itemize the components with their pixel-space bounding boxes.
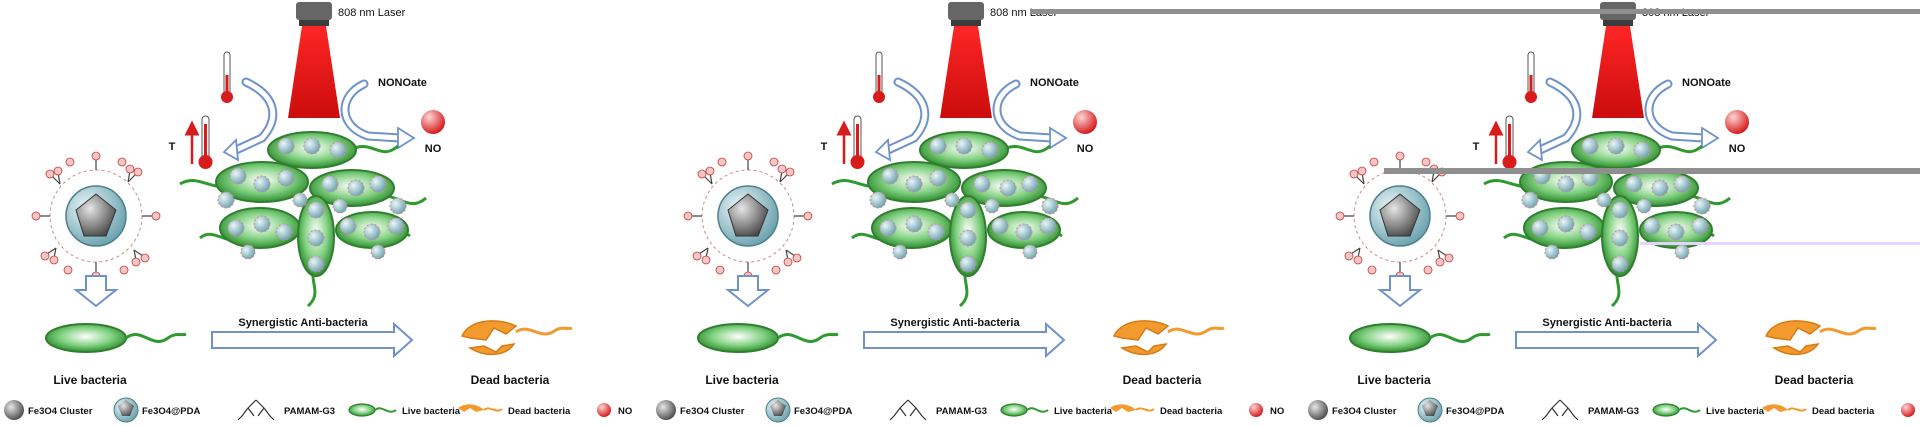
legend-live-bacteria: Live bacteria <box>1054 406 1113 417</box>
dead-bacteria-label: Dead bacteria <box>471 373 550 387</box>
legend-live-bacteria: Live bacteria <box>1706 406 1765 417</box>
legend-fe3o4-cluster: Fe3O4 Cluster <box>1332 406 1397 417</box>
legend-dead-bacteria: Dead bacteria <box>508 406 571 417</box>
legend-fe3o4-pda: Fe3O4@PDA <box>1446 406 1505 417</box>
legend-live-bacteria: Live bacteria <box>402 406 461 417</box>
legend-fe3o4-pda: Fe3O4@PDA <box>794 406 853 417</box>
legend-no: NO <box>618 406 632 417</box>
legend-fe3o4-cluster: Fe3O4 Cluster <box>28 406 93 417</box>
legend-fe3o4-pda: Fe3O4@PDA <box>142 406 201 417</box>
nonoate-label: NONOate <box>1030 77 1079 89</box>
live-bacteria-label: Live bacteria <box>705 373 779 387</box>
legend-pamam-g3: PAMAM-G3 <box>284 406 335 417</box>
legend-no: NO <box>1270 406 1284 417</box>
legend-dead-bacteria: Dead bacteria <box>1812 406 1875 417</box>
nonoate-label: NONOate <box>378 77 427 89</box>
no-label: NO <box>425 143 442 155</box>
dead-bacteria-label: Dead bacteria <box>1123 373 1202 387</box>
process-label: Synergistic Anti-bacteria <box>890 317 1020 329</box>
live-bacteria-label: Live bacteria <box>53 373 127 387</box>
render-artifact-bar <box>1030 9 1920 14</box>
temperature-label: T <box>1473 141 1480 153</box>
temperature-label: T <box>169 141 176 153</box>
dead-bacteria-label: Dead bacteria <box>1775 373 1854 387</box>
process-label: Synergistic Anti-bacteria <box>1542 317 1672 329</box>
no-label: NO <box>1729 143 1746 155</box>
nonoate-label: NONOate <box>1682 77 1731 89</box>
no-label: NO <box>1077 143 1094 155</box>
legend-pamam-g3: PAMAM-G3 <box>936 406 987 417</box>
legend-fe3o4-cluster: Fe3O4 Cluster <box>680 406 745 417</box>
render-artifact-bar <box>1384 168 1920 174</box>
live-bacteria-label: Live bacteria <box>1357 373 1431 387</box>
legend-pamam-g3: PAMAM-G3 <box>1588 406 1639 417</box>
panel-2 <box>656 2 1263 422</box>
panel-1 <box>4 2 611 422</box>
process-label: Synergistic Anti-bacteria <box>238 317 368 329</box>
render-artifact-bar <box>1640 242 1920 245</box>
temperature-label: T <box>821 141 828 153</box>
laser-label: 808 nm Laser <box>338 7 406 19</box>
legend-dead-bacteria: Dead bacteria <box>1160 406 1223 417</box>
panel-3 <box>1308 2 1915 422</box>
